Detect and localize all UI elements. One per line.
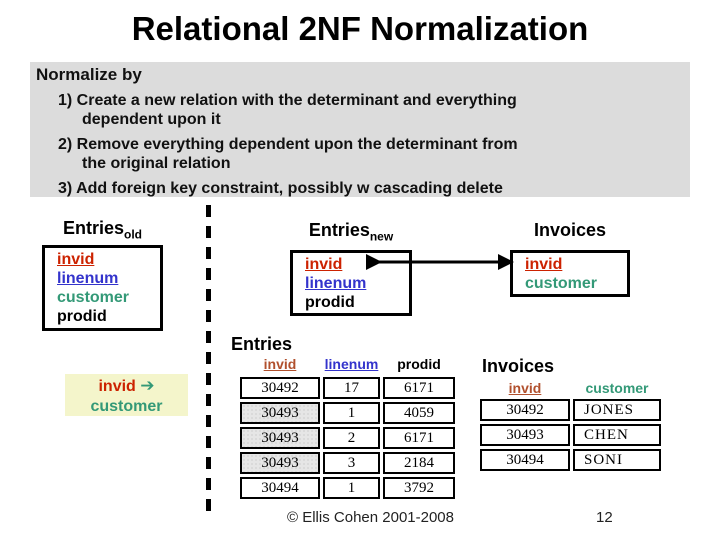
attribute-invid: invid <box>305 256 343 273</box>
schema-subscript-old: old <box>124 227 143 242</box>
table-cell: 30492 <box>240 377 320 399</box>
instruction-step-2-line-2: the original relation <box>82 155 231 172</box>
table-cell: 4059 <box>383 402 455 424</box>
attribute-invid: invid <box>57 251 95 268</box>
page-number: 12 <box>596 509 613 526</box>
table-cell: CHEN <box>573 424 661 446</box>
table-cell-highlighted: 30493 <box>240 427 320 449</box>
column-header-customer: customer <box>585 380 649 396</box>
schema-title-invoices: Invoices <box>510 220 630 241</box>
schema-box-invoices: invid customer <box>510 250 630 297</box>
instruction-step-2-line-1: 2) Remove everything dependent upon the … <box>58 136 518 153</box>
foreign-key-arrow-icon <box>366 254 514 270</box>
attribute-linenum: linenum <box>305 275 367 292</box>
instruction-step-1-line-2: dependent upon it <box>82 111 221 128</box>
fd-note-line-1: invid ➔ <box>65 376 188 397</box>
invoices-table-headers: invid customer <box>480 380 661 396</box>
column-header-prodid: prodid <box>397 356 441 372</box>
instructions-panel: Normalize by 1) Create a new relation wi… <box>30 62 690 197</box>
schema-name-entries-new: Entries <box>308 220 370 240</box>
table-cell: 1 <box>323 477 380 499</box>
table-cell: 30492 <box>480 399 570 421</box>
attribute-prodid: prodid <box>305 294 355 311</box>
attribute-prodid: prodid <box>57 308 107 325</box>
column-header-linenum: linenum <box>324 356 379 372</box>
column-header-invid: invid <box>263 356 297 372</box>
table-cell: 6171 <box>383 427 455 449</box>
table-cell: SONI <box>573 449 661 471</box>
attribute-linenum: linenum <box>57 270 119 287</box>
schema-subscript-new: new <box>369 229 394 244</box>
instruction-step-2: 2) Remove everything dependent upon the … <box>58 135 684 173</box>
invoices-table-title: Invoices <box>482 356 555 376</box>
table-cell: 30494 <box>480 449 570 471</box>
dashed-divider <box>206 205 211 517</box>
slide-title: Relational 2NF Normalization <box>131 10 589 47</box>
instruction-step-1-line-1: 1) Create a new relation with the determ… <box>58 92 517 109</box>
table-cell: 30493 <box>480 424 570 446</box>
schema-title-entries-new: Entriesnew <box>290 220 412 244</box>
table-cell: 2184 <box>383 452 455 474</box>
table-cell: 6171 <box>383 377 455 399</box>
entries-table-headers: invid linenum prodid <box>240 356 455 372</box>
fd-dependent: customer <box>90 398 163 415</box>
table-cell: 17 <box>323 377 380 399</box>
copyright-text: © Ellis Cohen 2001-2008 <box>287 509 454 526</box>
table-cell: 3 <box>323 452 380 474</box>
instruction-step-1: 1) Create a new relation with the determ… <box>58 91 684 129</box>
schema-name-invoices: Invoices <box>533 220 607 240</box>
instructions-heading: Normalize by <box>36 65 142 84</box>
table-cell: 1 <box>323 402 380 424</box>
instruction-step-3: 3) Add foreign key constraint, possibly … <box>58 179 684 198</box>
entries-table-title: Entries <box>231 334 293 354</box>
attribute-customer: customer <box>57 289 130 306</box>
table-cell: JONES <box>573 399 661 421</box>
schema-box-entries-old: invid linenum customer prodid <box>42 245 163 331</box>
table-cell-highlighted: 30493 <box>240 452 320 474</box>
table-cell: 3792 <box>383 477 455 499</box>
fd-determinant: invid <box>98 378 136 395</box>
schema-name-entries-old: Entries <box>62 218 125 238</box>
schema-title-entries-old: Entriesold <box>42 218 163 242</box>
table-cell-highlighted: 30493 <box>240 402 320 424</box>
attribute-customer: customer <box>525 275 598 292</box>
entries-table: 30492 17 6171 30493 1 4059 30493 2 6171 … <box>240 377 455 499</box>
column-header-invid: invid <box>508 380 542 396</box>
table-cell: 30494 <box>240 477 320 499</box>
fd-note: invid ➔ customer <box>65 374 188 416</box>
attribute-invid: invid <box>525 256 563 273</box>
table-cell: 2 <box>323 427 380 449</box>
right-arrow-icon: ➔ <box>140 376 155 395</box>
instruction-step-3-line-1: 3) Add foreign key constraint, possibly … <box>58 180 503 197</box>
invoices-table: 30492 JONES 30493 CHEN 30494 SONI <box>480 399 661 471</box>
